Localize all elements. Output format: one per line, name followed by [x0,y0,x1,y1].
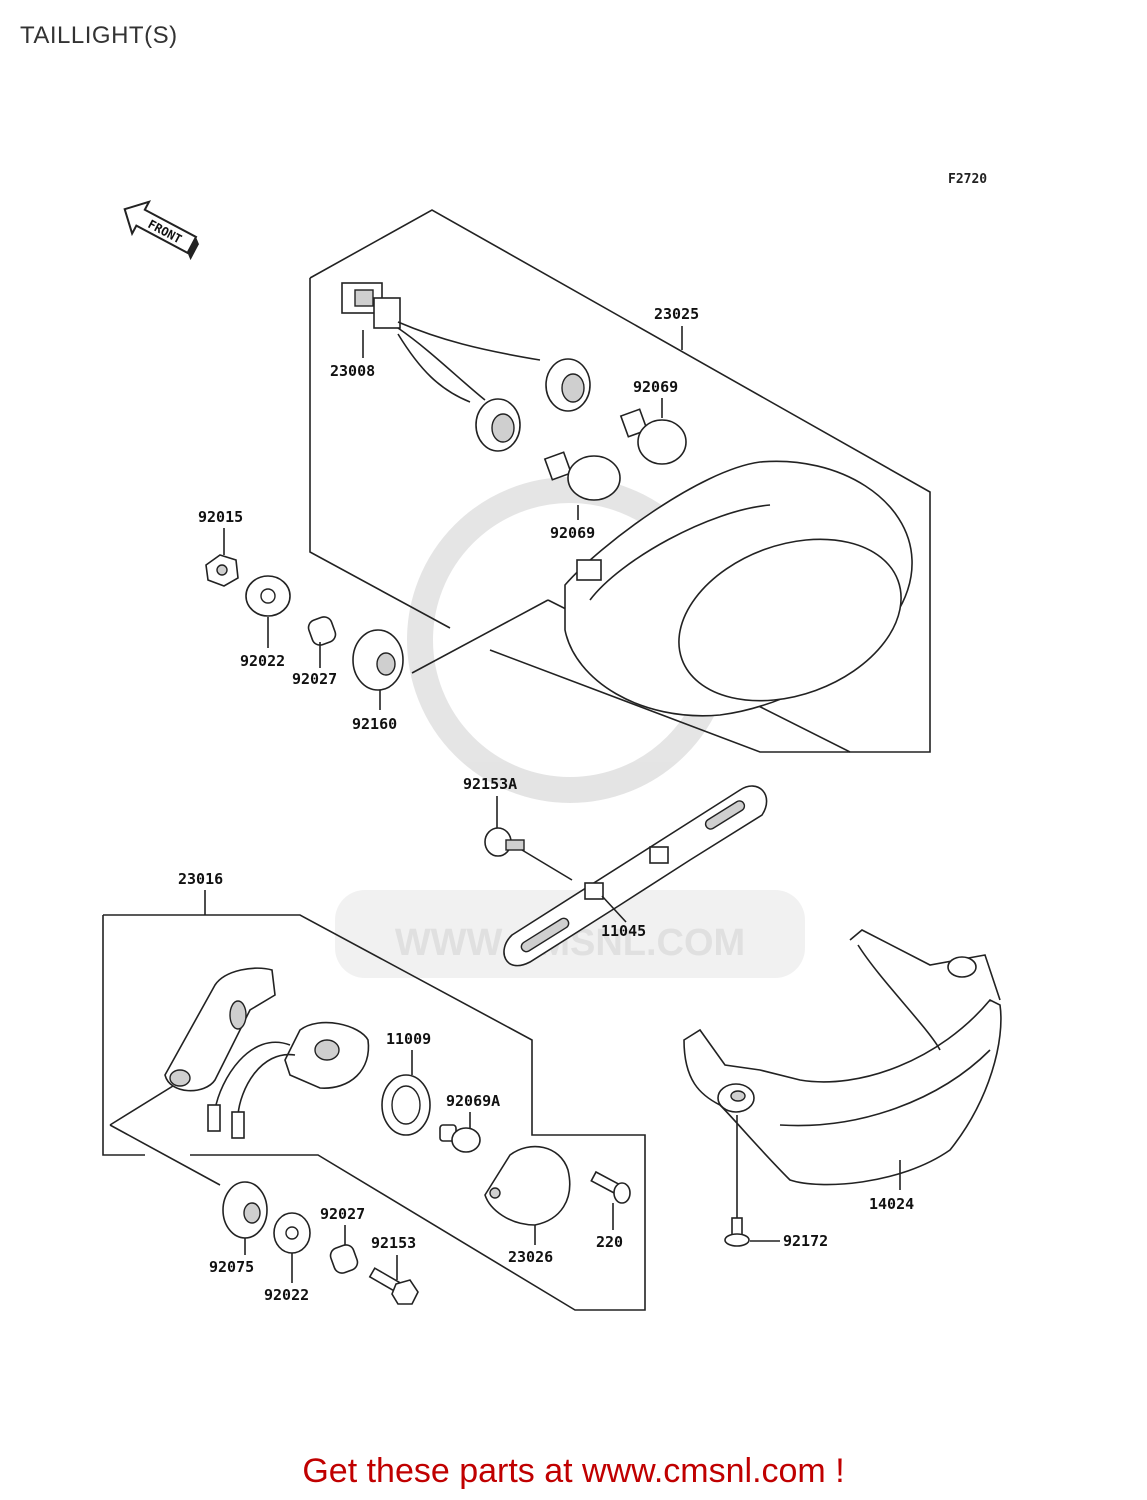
grommet-92075 [222,1181,268,1239]
part-label: 92022 [264,1286,309,1304]
part-label: 92160 [352,715,397,733]
part-label: 92015 [198,508,243,526]
part-label: 23008 [330,362,375,380]
taillight-assembly-outline [309,209,931,753]
part-label: 92153A [463,775,517,793]
bulb-lower [543,451,621,501]
part-label: 92153 [371,1234,416,1252]
screw-92153A [484,827,525,857]
collar-92027-lower [329,1244,359,1274]
gasket-11009 [381,1074,431,1136]
part-label: 11045 [601,922,646,940]
lens-cover-23026 [484,1145,571,1226]
figure-code: F2720 [948,172,988,187]
part-label: 92069A [446,1092,500,1110]
footer-link[interactable]: Get these parts at www.cmsnl.com ! [302,1452,845,1490]
license-lamp-bracket [164,967,276,1092]
taillight-housing [564,460,913,717]
bolt-92153 [368,1267,419,1305]
part-label: 92022 [240,652,285,670]
part-label: 92069 [633,378,678,396]
collar-92027-upper [307,616,337,646]
grommet-92160 [352,629,404,691]
rear-cover-14024 [683,929,1002,1186]
part-labels: 23025 23008 92069 92069 92015 92022 9202… [178,305,914,1304]
front-arrow-icon: FRONT [123,200,199,261]
license-bracket-11045 [503,785,768,967]
nut-92015 [205,554,239,587]
page-title: TAILLIGHT(S) [20,22,178,49]
leader-lines [204,326,901,1283]
wiring-harness-socket [341,282,591,452]
bulb-92069A [439,1124,481,1153]
screw-92172 [724,1217,750,1247]
part-label: 92172 [783,1232,828,1250]
bulb-upper [619,408,687,465]
part-label: 92027 [292,670,337,688]
part-label: 92075 [209,1258,254,1276]
washer-92022-upper [245,575,291,617]
part-label: 92069 [550,524,595,542]
parts-diagram: WWW.CMSNL.COM FRONT [102,200,1002,1311]
part-label: 11009 [386,1030,431,1048]
part-label: 14024 [869,1195,914,1213]
part-label: 220 [596,1233,623,1251]
washer-92022-lower [273,1212,311,1254]
part-label: 23025 [654,305,699,323]
license-lamp-socket [207,1021,370,1139]
screw-220 [590,1170,631,1204]
part-label: 23026 [508,1248,553,1266]
part-label: 23016 [178,870,223,888]
part-label: 92027 [320,1205,365,1223]
